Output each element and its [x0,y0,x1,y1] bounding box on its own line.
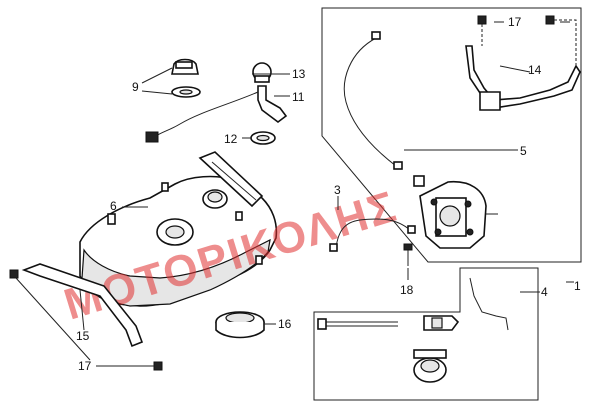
callout-14: 14 [528,63,542,77]
group-frame-main [321,7,582,263]
fuel-gauge-sender [145,62,288,143]
callout-12: 12 [224,132,238,146]
callout-18: 18 [400,283,414,297]
callout-4: 4 [541,285,548,299]
callout-5: 5 [520,144,527,158]
callout-17-top: 17 [508,15,522,29]
vent-hose [335,218,411,249]
callout-17-bottom: 17 [78,359,92,373]
callout-15: 15 [76,329,90,343]
callout-1: 1 [574,279,581,293]
fuel-cap [171,58,201,98]
fuel-pump [413,175,498,249]
fuel-hose [343,37,397,167]
sub-assembly-4 [317,277,509,383]
screw-18 [403,243,413,266]
callout-3: 3 [334,183,341,197]
callout-11: 11 [292,90,305,104]
tank-strap [9,263,163,371]
pump-bracket [465,45,581,111]
callout-6: 6 [110,199,117,213]
fuel-tank [79,151,278,307]
fuel-seal-ring [215,311,265,339]
callout-13: 13 [292,67,306,81]
bracket-nut-left [477,15,487,25]
callout-9: 9 [132,80,139,94]
callout-16: 16 [278,317,292,331]
group-frame-sub [313,267,539,401]
bracket-nut-right [545,15,555,25]
